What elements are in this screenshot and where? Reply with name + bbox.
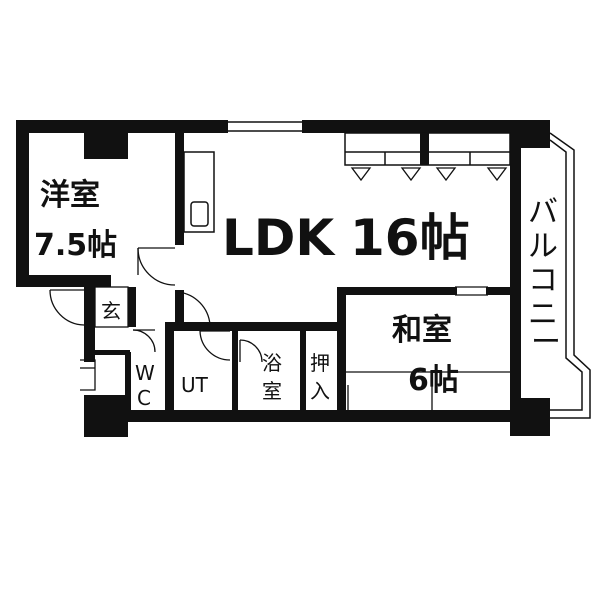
interior-walls [95, 133, 512, 412]
balcony-char-4: ニ [528, 297, 558, 332]
japanese-room-tatami [346, 286, 510, 410]
top-window [228, 121, 302, 132]
balcony-char-2: ル [528, 229, 558, 264]
western-room-name: 洋室 [40, 178, 100, 213]
shoe-cabinet [94, 286, 129, 328]
balcony-outline [511, 132, 591, 419]
closet-label-bottom: 入 [310, 379, 330, 403]
utility-label: UT [181, 373, 209, 397]
japanese-room-name: 和室 [392, 313, 452, 348]
closet-label-top: 押 [310, 351, 330, 375]
western-room-size: 7.5帖 [34, 228, 117, 263]
door-swings [49, 247, 263, 391]
bath-label-bottom: 室 [262, 379, 282, 403]
western-room-window [17, 168, 28, 250]
kitchen-counter [183, 151, 215, 233]
ldk-storage [344, 132, 511, 182]
wc-label-bottom: C [137, 386, 151, 410]
outer-walls [16, 120, 550, 437]
balcony-char-3: コ [528, 263, 558, 298]
wc-label-top: W [135, 361, 155, 385]
entrance-label: 玄 [101, 299, 121, 323]
ldk-size: 16帖 [350, 209, 470, 267]
bath-label-top: 浴 [262, 351, 282, 375]
ldk-name: LDK [222, 209, 336, 267]
balcony-label: バ ル コ ニ ー [528, 195, 561, 360]
japanese-room-size: 6帖 [408, 363, 459, 398]
balcony-char-1: バ [528, 195, 558, 230]
balcony-char-5: ー [531, 325, 561, 360]
